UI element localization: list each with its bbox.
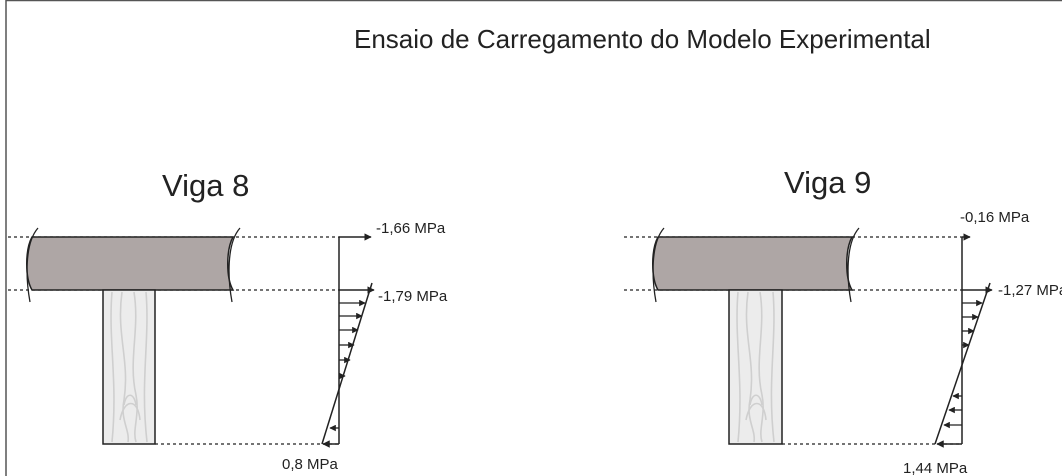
beam-viga-8: Viga 8: [8, 168, 448, 473]
stress-arrows: [943, 299, 983, 429]
slab-break-mark-left: [26, 227, 39, 303]
slab-break-mark-right: [228, 227, 241, 303]
diagram-title: Ensaio de Carregamento do Modelo Experim…: [354, 24, 931, 54]
slab-break-mark-right: [847, 227, 860, 303]
stress-arrows: [329, 299, 366, 432]
stress-distribution-line: [321, 282, 373, 445]
beam-title: Viga 8: [162, 168, 249, 203]
stress-label-bottom: 1,44 MPa: [903, 460, 968, 476]
stress-label-bottom: 0,8 MPa: [282, 456, 339, 473]
stress-label-interface: -1,27 MPa: [998, 282, 1062, 299]
wood-grain: [110, 291, 148, 443]
slab-break-mark-left: [652, 227, 665, 303]
stress-label-top: -1,66 MPa: [376, 220, 446, 237]
stress-label-interface: -1,79 MPa: [378, 288, 448, 305]
beam-title: Viga 9: [784, 165, 871, 200]
stress-distribution-line: [934, 282, 991, 445]
concrete-slab: [26, 236, 235, 291]
concrete-slab: [652, 236, 854, 291]
wood-grain: [736, 291, 775, 443]
stress-label-top: -0,16 MPa: [960, 209, 1030, 226]
beam-viga-9: Viga 9 -0,16 MPa: [624, 165, 1062, 476]
page-frame: [5, 0, 1062, 476]
